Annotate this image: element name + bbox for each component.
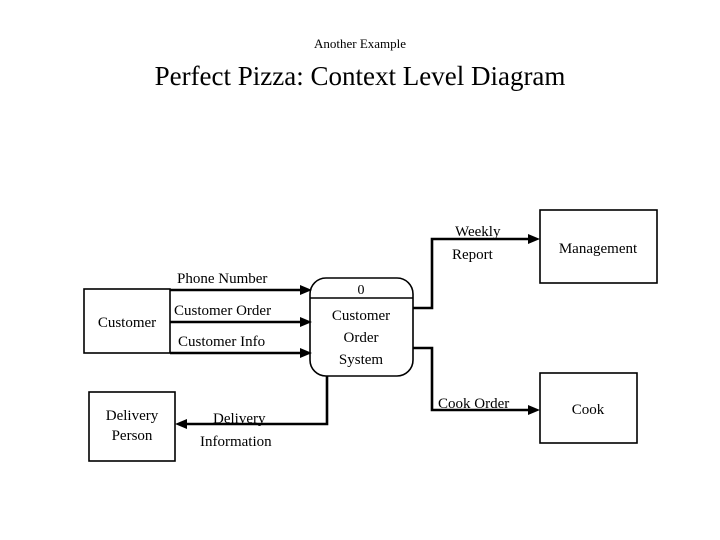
entity-delivery-person[interactable]: Delivery Person: [88, 391, 176, 462]
flow-customer-info-label: Customer Info: [178, 334, 265, 350]
flow-cook-order[interactable]: Cook Order: [413, 346, 540, 415]
flow-weekly-report[interactable]: Weekly Report: [413, 224, 540, 310]
flow-delivery-information-label-line2: Information: [200, 434, 272, 450]
flow-customer-order[interactable]: Customer Order: [170, 303, 312, 327]
entity-management-label: Management: [559, 241, 638, 257]
entity-delivery-person-label-line2: Person: [112, 428, 153, 444]
flow-phone-number-arrowhead: [300, 285, 312, 295]
process-number: 0: [358, 283, 365, 298]
flow-phone-number[interactable]: Phone Number: [170, 271, 312, 295]
process-shape: [309, 277, 414, 377]
flow-cook-order-arrowhead: [528, 405, 540, 415]
flow-weekly-report-label-line1: Weekly: [455, 224, 501, 240]
flow-customer-order-label: Customer Order: [174, 303, 271, 319]
flow-cook-order-line: [413, 346, 530, 412]
flow-delivery-information-arrowhead: [175, 419, 187, 429]
process-name-line2: Order: [344, 330, 379, 346]
entity-cook-label: Cook: [572, 402, 605, 418]
flow-weekly-report-arrowhead: [528, 234, 540, 244]
entity-delivery-person-label-line1: Delivery: [106, 408, 159, 424]
entity-cook[interactable]: Cook: [539, 372, 638, 444]
slide-subtitle: Another Example: [313, 36, 407, 51]
flow-customer-order-arrowhead: [300, 317, 312, 327]
page-title: Perfect Pizza: Context Level Diagram: [154, 61, 566, 91]
entity-customer-label: Customer: [98, 315, 156, 331]
entity-delivery-person-box: [88, 391, 176, 462]
flow-delivery-information-line: [185, 376, 329, 426]
entity-management[interactable]: Management: [539, 209, 658, 284]
entity-cook-box: [539, 372, 638, 444]
process-name-line3: System: [339, 352, 384, 368]
flow-phone-number-label: Phone Number: [177, 271, 267, 287]
entity-customer[interactable]: Customer: [83, 288, 171, 354]
process-customer-order-system[interactable]: 0 Customer Order System: [309, 277, 414, 377]
flow-customer-info[interactable]: Customer Info: [170, 334, 312, 358]
flow-delivery-information[interactable]: Delivery Information: [175, 376, 329, 450]
flow-weekly-report-label-line2: Report: [452, 247, 494, 263]
flow-cook-order-label: Cook Order: [438, 396, 509, 412]
flow-delivery-information-label-line1: Delivery: [213, 411, 266, 427]
entity-customer-box: [83, 288, 171, 354]
flow-weekly-report-line: [413, 237, 530, 310]
process-name-line1: Customer: [332, 308, 390, 324]
entity-management-box: [539, 209, 658, 284]
flow-customer-info-arrowhead: [300, 348, 312, 358]
